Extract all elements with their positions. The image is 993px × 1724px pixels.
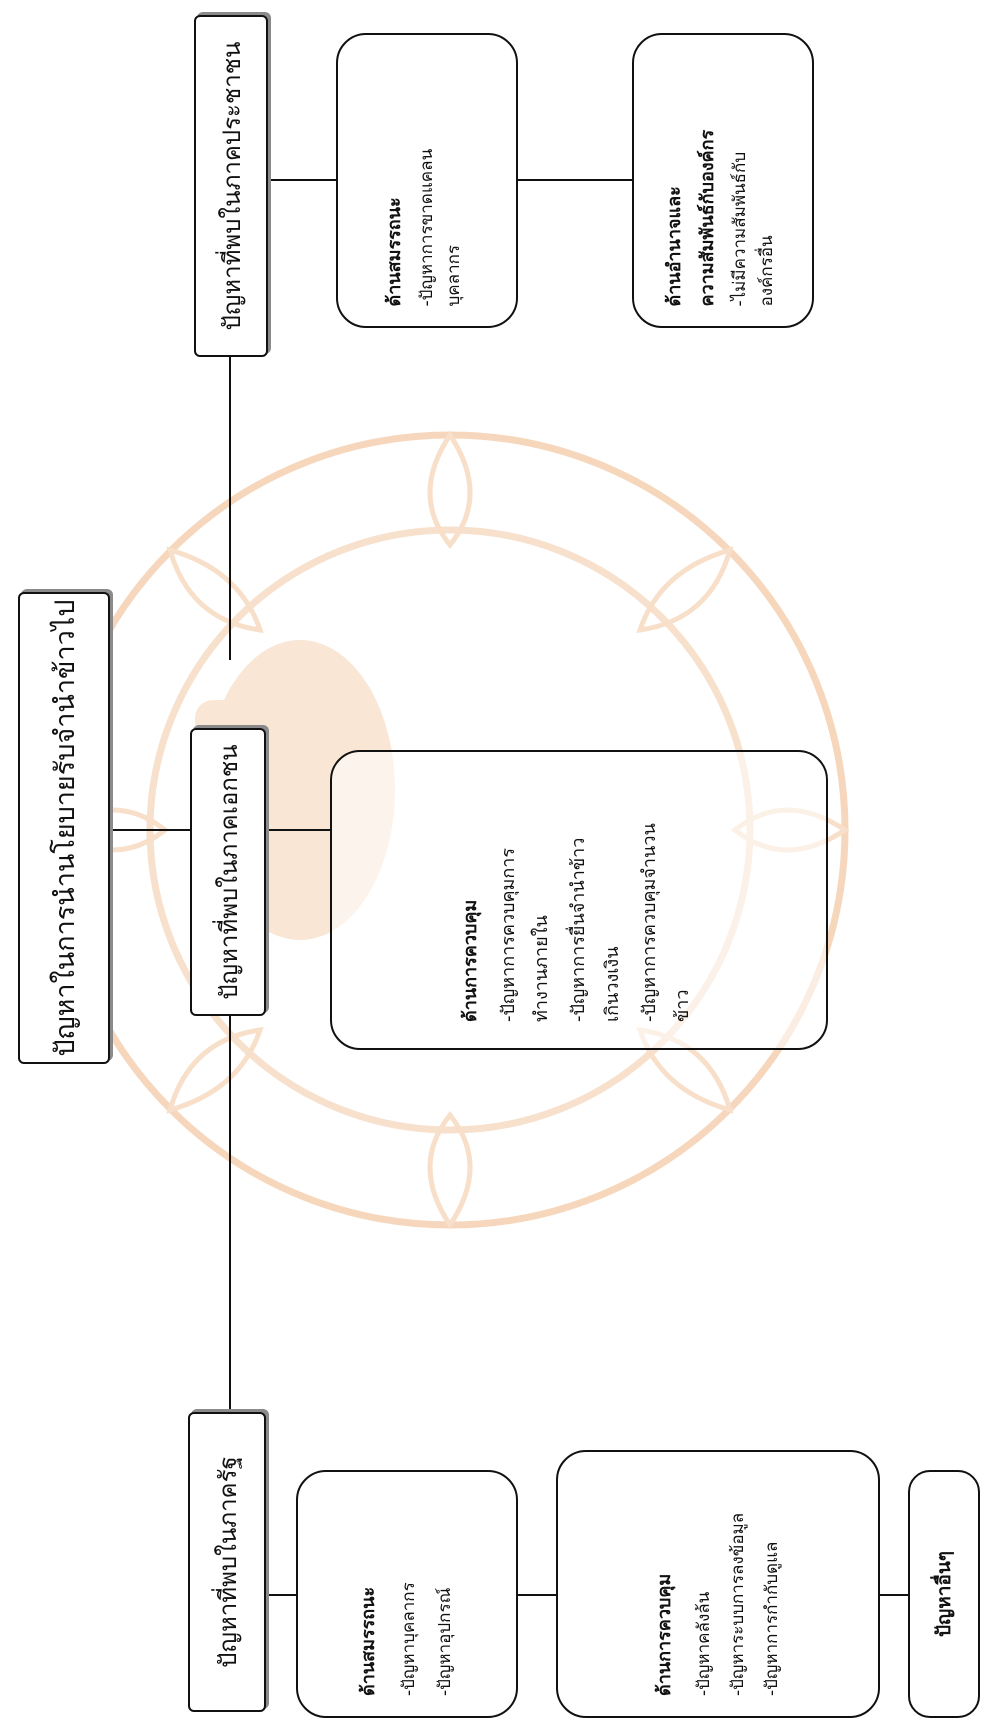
- public-sector-header: ปัญหาที่พบในภาครัฐ: [188, 1412, 266, 1712]
- people-sector-header: ปัญหาที่พบในภาคประชาชน: [194, 15, 268, 357]
- private-control-item-3: -ปัญหาการควบคุมจำนวน: [638, 823, 660, 1022]
- public-sector-header-label: ปัญหาที่พบในภาครัฐ: [213, 1456, 242, 1668]
- people-authority-item: -ไม่มีความสัมพันธ์กับ: [729, 151, 750, 306]
- people-authority-item-cont: องค์กรอื่น: [756, 234, 777, 306]
- private-control-item-2-cont: เกินวงเงิน: [601, 946, 623, 1023]
- public-control-item-3: -ปัญหาการกำกับดูแล: [762, 1541, 782, 1696]
- public-control-item-1: -ปัญหาคลังล้น: [694, 1591, 714, 1696]
- main-title-box: ปัญหาในการนำนโยบายรับจำนำข้าวไป: [18, 592, 110, 1064]
- private-sector-header-label: ปัญหาที่พบในภาคเอกชน: [214, 744, 243, 1000]
- people-competency-item: -ปัญหาการขาดแคลน: [417, 148, 438, 306]
- public-control-box: ด้านการควบคุม -ปัญหาคลังล้น -ปัญหาระบบกา…: [556, 1450, 880, 1718]
- people-authority-heading: ด้านอำนาจและ: [664, 185, 686, 306]
- private-control-heading: ด้านการควบคุม: [460, 899, 482, 1022]
- public-competency-heading: ด้านสมรรถนะ: [358, 1586, 380, 1696]
- public-competency-box: ด้านสมรรถนะ -ปัญหาบุคลากร -ปัญหาอุปกรณ์: [296, 1470, 518, 1718]
- people-authority-box: ด้านอำนาจและ ความสัมพันธ์กับองค์กร -ไม่ม…: [632, 33, 814, 328]
- public-other-label: ปัญหาอื่นๆ: [933, 1550, 955, 1638]
- public-competency-item-1: -ปัญหาบุคลากร: [399, 1582, 420, 1696]
- private-control-item-1: -ปัญหาการควบคุมการ: [497, 847, 519, 1022]
- people-competency-heading: ด้านสมรรถนะ: [384, 196, 406, 306]
- people-competency-item-cont: บุคลากร: [444, 244, 465, 306]
- private-control-box: ด้านการควบคุม -ปัญหาการควบคุมการ ทำงานภา…: [330, 750, 828, 1050]
- private-control-item-1-cont: ทำงานภายใน: [531, 915, 553, 1022]
- public-competency-item-2: -ปัญหาอุปกรณ์: [434, 1587, 455, 1696]
- main-title: ปัญหาในการนำนโยบายรับจำนำข้าวไป: [49, 599, 81, 1057]
- people-competency-box: ด้านสมรรถนะ -ปัญหาการขาดแคลน บุคลากร: [336, 33, 518, 328]
- people-authority-heading-cont: ความสัมพันธ์กับองค์กร: [696, 129, 718, 306]
- public-other-box: ปัญหาอื่นๆ: [908, 1470, 980, 1718]
- public-control-heading: ด้านการควบคุม: [654, 1573, 675, 1696]
- private-sector-header: ปัญหาที่พบในภาคเอกชน: [190, 728, 266, 1016]
- private-control-item-2: -ปัญหาการยื่นจำนำข้าว: [568, 837, 590, 1022]
- private-control-item-3-cont: ข้าว: [672, 989, 694, 1022]
- people-sector-header-label: ปัญหาที่พบในภาคประชาชน: [217, 41, 246, 331]
- public-control-item-2: -ปัญหาระบบการลงข้อมูล: [728, 1512, 748, 1696]
